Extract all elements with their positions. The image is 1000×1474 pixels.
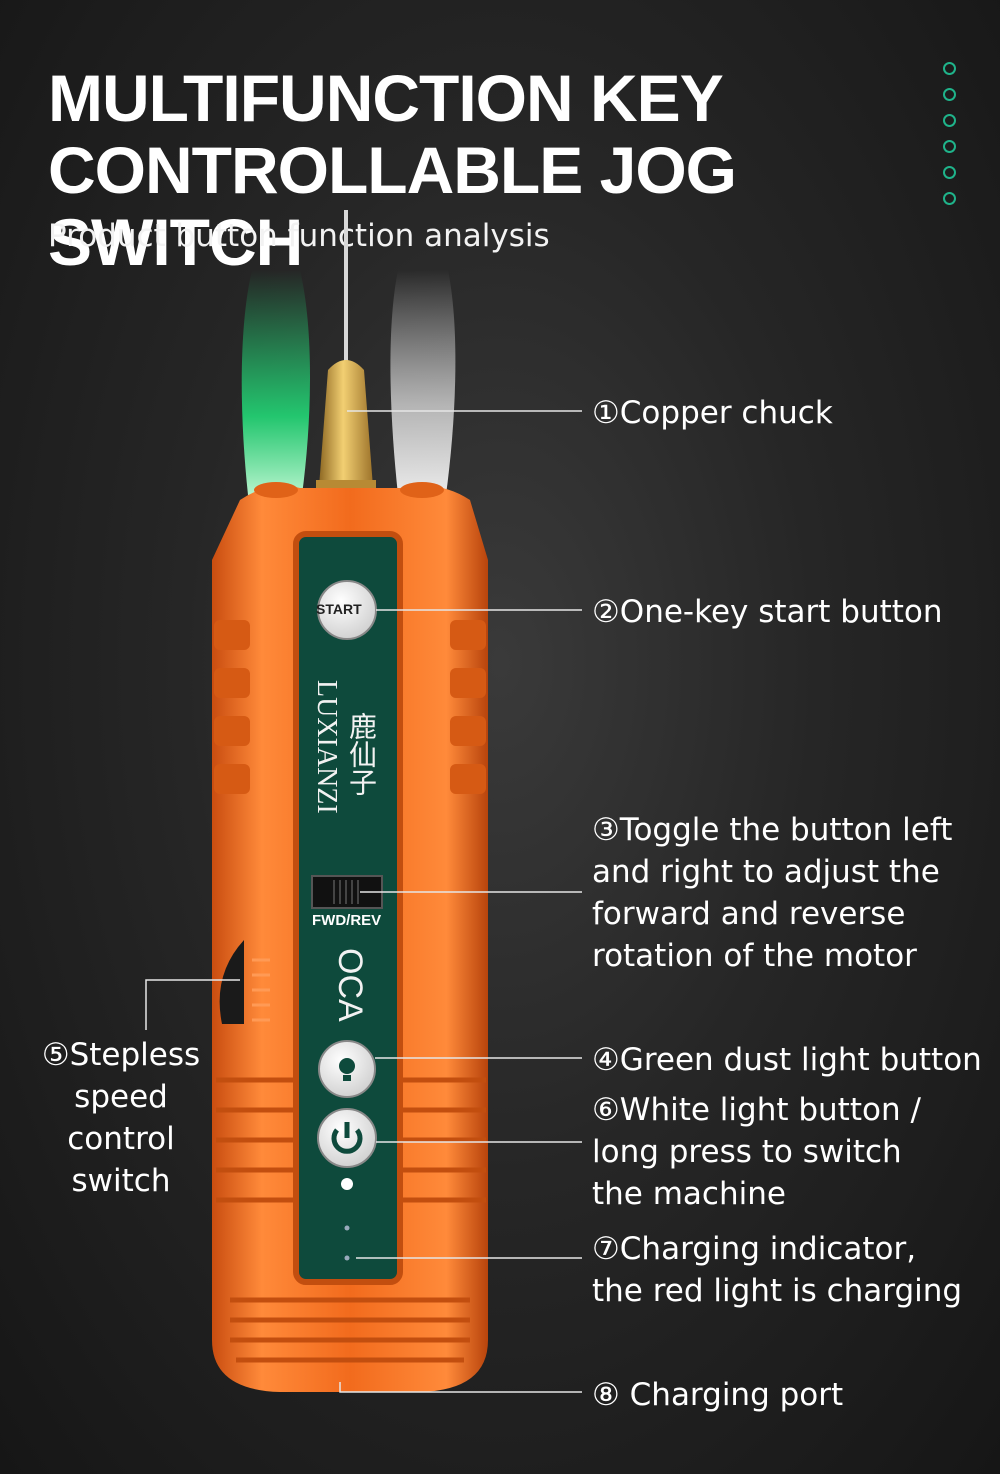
- speed-dial-scale: [252, 958, 270, 1022]
- callout-toggle: ③Toggle the button left and right to adj…: [592, 812, 953, 974]
- callout-white-light: ⑥White light button / long press to swit…: [592, 1092, 921, 1212]
- callout-charging-port: ⑧ Charging port: [592, 1377, 844, 1413]
- lower-ribs: [216, 1077, 486, 1203]
- brand-chinese: 鹿仙子: [345, 712, 376, 796]
- white-light-beam: [390, 270, 456, 495]
- callout-green-light: ④Green dust light button: [592, 1042, 982, 1078]
- start-button-label: START: [316, 601, 362, 617]
- dot-icon: [943, 88, 956, 101]
- indicator-dot: [344, 1255, 350, 1261]
- decorative-dots: [943, 62, 957, 218]
- speed-dial: [219, 940, 244, 1024]
- dot-icon: [943, 192, 956, 205]
- title-line-2: CONTROLLABLE JOG SWITCH: [48, 133, 737, 279]
- model-label: OCA: [331, 948, 369, 1022]
- title-line-1: MULTIFUNCTION KEY: [48, 61, 724, 135]
- drill-bit: [344, 210, 348, 370]
- dot-icon: [943, 62, 956, 75]
- callout-start-button: ②One-key start button: [592, 594, 943, 630]
- callout-speed-switch: ⑤Stepless speed control switch: [41, 1037, 201, 1199]
- right-grip: [450, 620, 486, 794]
- dot-icon: [943, 166, 956, 179]
- switch-label: FWD/REV: [312, 912, 382, 929]
- dot-icon: [943, 114, 956, 127]
- page-title: MULTIFUNCTION KEY CONTROLLABLE JOG SWITC…: [48, 62, 1000, 278]
- left-grip: [214, 620, 250, 794]
- bottom-threads: [230, 1297, 470, 1363]
- callout-copper-chuck: ①Copper chuck: [592, 395, 833, 431]
- dot-icon: [943, 140, 956, 153]
- small-bulb-icon: [341, 1178, 353, 1190]
- copper-chuck: [318, 360, 374, 500]
- green-light-beam: [241, 270, 310, 495]
- brand-english: LUXIANZI: [311, 680, 342, 814]
- indicator-dot: [344, 1225, 350, 1231]
- leader-lines: [145, 410, 582, 1393]
- callout-charging-indicator: ⑦Charging indicator, the red light is ch…: [592, 1231, 963, 1309]
- page-subtitle: Product button function analysis: [48, 218, 550, 254]
